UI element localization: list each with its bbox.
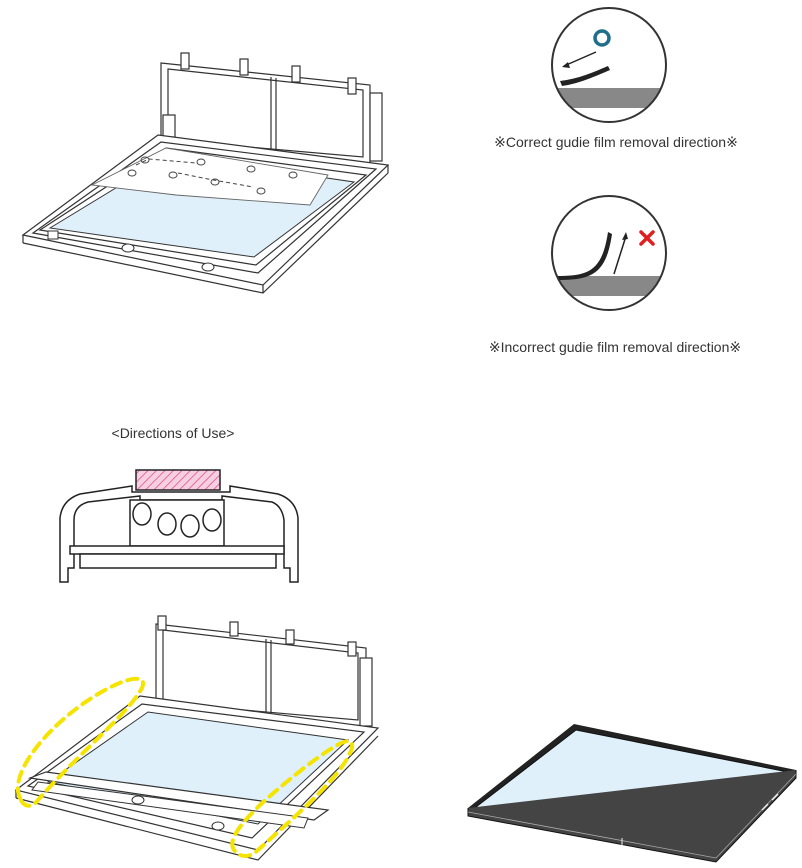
cross-section-diagram [52, 464, 302, 588]
directions-title: <Directions of Use> [111, 425, 235, 441]
tray-illustration-bottom [8, 614, 388, 864]
correct-direction-diagram [548, 4, 670, 126]
tray-illustration-top [18, 45, 398, 295]
correct-direction-caption: ※Correct gudie film removal direction※ [494, 134, 738, 150]
finished-device-illustration [462, 718, 802, 864]
circle-ok-icon [593, 29, 611, 47]
x-mark-icon [639, 230, 655, 246]
incorrect-direction-caption: ※Incorrect gudie film removal direction※ [488, 339, 742, 355]
incorrect-direction-diagram [548, 192, 670, 314]
